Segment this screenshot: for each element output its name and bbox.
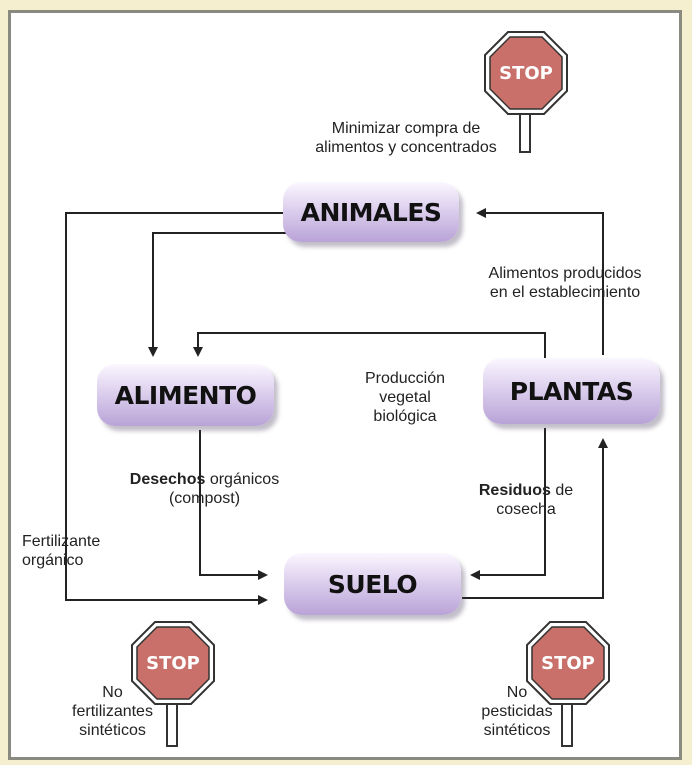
arrow-plantas-to-alimento [193,332,546,360]
arrow-plantas-to-animales [476,208,604,355]
arrow-animales-to-suelo [65,212,290,605]
label-produccion: Producción vegetal biológica [364,370,446,425]
label-alimentos-producidos: Alimentos producidos en el establecimien… [488,265,642,301]
stop-sign-icon-top: STOP [484,31,568,153]
label-minimizar: Minimizar compra de alimentos y concentr… [315,120,497,156]
arrow-animales-to-alimento [148,232,290,357]
label-no-fertilizantes: No fertilizantes sintéticos [72,684,153,739]
node-suelo: SUELO [284,553,461,615]
arrow-suelo-to-plantas [462,438,608,599]
label-fertilizante: Fertilizante orgánico [22,533,101,569]
arrow-alimento-to-suelo [199,430,268,580]
svg-text:STOP: STOP [499,63,553,84]
node-plantas: PLANTAS [483,358,660,424]
label-no-pesticidas: No pesticidas sintéticos [481,684,553,739]
arrow-plantas-to-suelo [470,428,546,580]
node-animales: ANIMALES [283,182,459,242]
label-desechos: Desechos orgánicos (compost) [129,471,280,507]
stop-sign-icon-right: STOP [526,621,610,747]
node-alimento: ALIMENTO [97,364,274,426]
stop-sign-icon-left: STOP [131,621,215,747]
label-residuos: Residuos de cosecha [478,482,574,518]
svg-text:STOP: STOP [541,653,595,674]
svg-text:STOP: STOP [146,653,200,674]
